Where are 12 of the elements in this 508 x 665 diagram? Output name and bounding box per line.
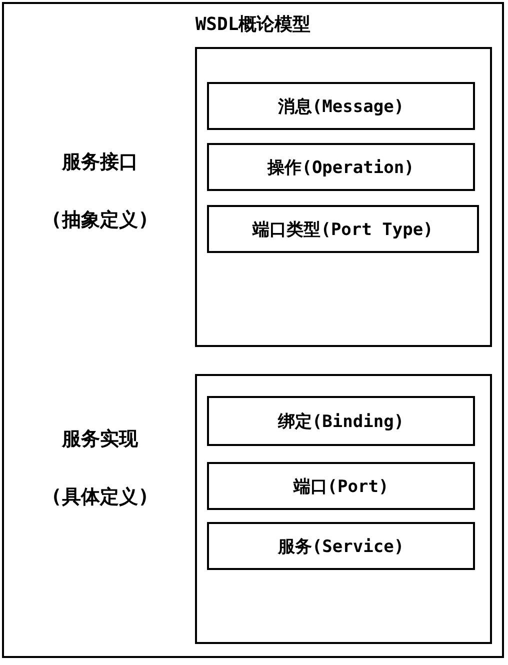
outer-frame xyxy=(2,2,504,658)
component-box: 端口类型(Port Type) xyxy=(207,205,479,253)
component-box: 服务(Service) xyxy=(207,522,475,570)
component-box: 操作(Operation) xyxy=(207,143,475,191)
component-box: 消息(Message) xyxy=(207,82,475,130)
group-label: 服务实现 xyxy=(62,427,138,452)
component-box: 端口(Port) xyxy=(207,462,475,510)
frame-label: WSDL概论模型 xyxy=(194,13,312,36)
group-label: (抽象定义) xyxy=(50,208,150,233)
component-box: 绑定(Binding) xyxy=(207,396,475,446)
group-label: 服务接口 xyxy=(62,150,138,175)
group-label: (具体定义) xyxy=(50,485,150,510)
